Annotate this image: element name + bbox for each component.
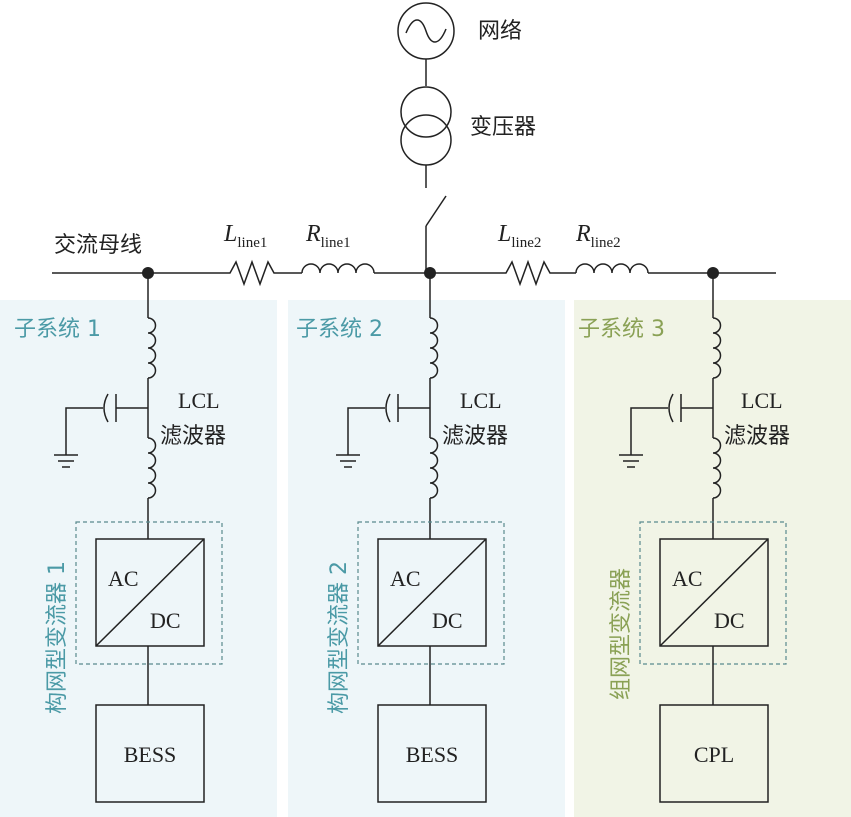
ac-bus-label: 交流母线 <box>54 233 142 258</box>
subsystem-2-filter-label: 滤波器 <box>442 424 508 449</box>
line1-inductor-icon <box>301 263 375 274</box>
subsystem-1-title: 子系统 1 <box>14 317 101 342</box>
subsystem-1-ac-label: AC <box>108 566 139 591</box>
subsystem-3-inductor-2-icon <box>712 437 722 499</box>
subsystem-2: 子系统 2 LCL 滤波器 AC DC 构网型变流器 2 BESS <box>296 273 508 803</box>
line2-resistance-label: Rline2 <box>575 221 621 251</box>
subsystem-1-inductor-1-icon <box>147 317 157 379</box>
grid-source-label: 网络 <box>478 19 522 44</box>
subsystem-1-acdc-converter: AC DC <box>95 538 205 647</box>
subsystem-3: 子系统 3 LCL 滤波器 AC DC 组网型变流器 CPL <box>578 273 790 803</box>
line1-resistor-icon <box>220 259 302 287</box>
subsystem-3-panel <box>574 300 851 817</box>
subsystem-1-ground-icon <box>54 454 78 468</box>
subsystem-2-load-label: BESS <box>406 742 459 767</box>
subsystem-2-converter-label: 构网型变流器 2 <box>327 561 352 714</box>
subsystem-2-panel <box>288 300 565 817</box>
subsystem-1-inductor-2-icon <box>147 437 157 499</box>
subsystem-2-ac-label: AC <box>390 566 421 591</box>
subsystem-1-dc-label: DC <box>150 608 181 633</box>
subsystem-3-load-label: CPL <box>694 742 734 767</box>
subsystem-2-inductor-2-icon <box>429 437 439 499</box>
subsystem-2-capacitor-icon <box>347 393 430 455</box>
line2-inductor-icon <box>575 263 649 274</box>
line2-inductance-label: Lline2 <box>497 221 541 251</box>
subsystem-3-filter-lcl-label: LCL <box>741 388 783 413</box>
line1-inductance-label: Lline1 <box>223 221 267 251</box>
subsystem-1-load-label: BESS <box>124 742 177 767</box>
subsystem-2-title: 子系统 2 <box>296 317 383 342</box>
subsystem-3-acdc-converter: AC DC <box>659 538 769 647</box>
subsystem-1-capacitor-icon <box>65 393 148 455</box>
subsystem-2-converter-dashed-box <box>357 521 505 665</box>
subsystem-2-acdc-converter: AC DC <box>377 538 487 647</box>
transformer-icon <box>400 86 452 166</box>
grid-source-icon <box>397 2 455 60</box>
subsystem-1-converter-dashed-box <box>75 521 223 665</box>
subsystem-1-filter-lcl-label: LCL <box>178 388 220 413</box>
subsystem-3-converter-label: 组网型变流器 <box>609 568 634 700</box>
line2-resistor-icon <box>500 259 576 287</box>
subsystem-3-title: 子系统 3 <box>578 317 665 342</box>
subsystem-3-capacitor-icon <box>630 393 713 455</box>
subsystem-2-dc-label: DC <box>432 608 463 633</box>
subsystem-2-ground-icon <box>336 454 360 468</box>
subsystem-2-inductor-1-icon <box>429 317 439 379</box>
transformer-label: 变压器 <box>470 115 536 140</box>
line1-resistance-label: Rline1 <box>305 221 351 251</box>
subsystem-1-converter-label: 构网型变流器 1 <box>45 561 70 714</box>
subsystem-1-panel <box>0 300 277 817</box>
subsystem-3-inductor-1-icon <box>712 317 722 379</box>
subsystem-1-filter-label: 滤波器 <box>160 424 226 449</box>
subsystem-3-dc-label: DC <box>714 608 745 633</box>
subsystem-3-ground-icon <box>619 454 643 468</box>
subsystem-3-filter-label: 滤波器 <box>724 424 790 449</box>
subsystem-2-filter-lcl-label: LCL <box>460 388 502 413</box>
subsystem-3-ac-label: AC <box>672 566 703 591</box>
breaker-switch-icon <box>425 195 447 273</box>
subsystem-1: 子系统 1 LCL 滤波器 AC DC 构网型变流器 1 BESS <box>14 273 226 803</box>
